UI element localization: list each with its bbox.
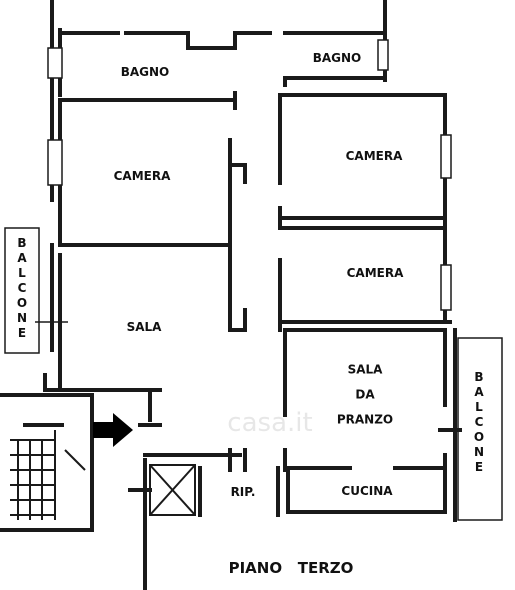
walls — [0, 0, 462, 590]
stairs — [10, 430, 86, 520]
balcone-label-left: B A L C O N E — [15, 236, 29, 341]
balcone-left-letter: N — [16, 311, 28, 325]
balconies — [4, 227, 503, 521]
balcone-right-letter: L — [475, 400, 483, 414]
room-label-camera-right-top: CAMERA — [345, 149, 403, 163]
balcone-left-letter: L — [18, 266, 26, 280]
windows — [47, 39, 452, 311]
lift-shaft — [149, 464, 196, 516]
balcone-left-letter: E — [17, 326, 27, 340]
balcone-right-letter: N — [473, 445, 485, 459]
room-label-sala-da-pranzo: SALA DA PRANZO — [320, 358, 410, 433]
balcone-left-letter: C — [17, 281, 27, 295]
room-label-sala: SALA — [126, 320, 162, 334]
sala-da-pranzo-line-2: DA — [355, 387, 375, 402]
entrance-arrow-icon — [93, 413, 133, 447]
sala-da-pranzo-line-1: SALA — [347, 362, 383, 377]
balcone-right-letter: C — [474, 415, 484, 429]
balcone-right-letter: E — [474, 460, 484, 474]
balcone-right-letter: O — [473, 430, 485, 444]
balcone-right-letter: B — [474, 370, 484, 384]
room-label-bagno-left: BAGNO — [120, 65, 170, 79]
watermark: casa.it — [227, 408, 313, 438]
balcone-left-letter: O — [16, 296, 28, 310]
room-label-camera-right-mid: CAMERA — [346, 266, 404, 280]
balcone-right-letter: A — [474, 385, 484, 399]
floor-level-title: PIANO TERZO — [228, 559, 354, 577]
balcone-left-letter: B — [17, 236, 27, 250]
room-label-camera-left: CAMERA — [113, 169, 171, 183]
room-label-cucina: CUCINA — [341, 484, 393, 498]
room-label-bagno-right: BAGNO — [312, 51, 362, 65]
room-label-ripostiglio: RIP. — [230, 485, 256, 499]
balcone-label-right: B A L C O N E — [472, 370, 486, 475]
balcone-left-letter: A — [17, 251, 27, 265]
sala-da-pranzo-line-3: PRANZO — [336, 412, 394, 427]
